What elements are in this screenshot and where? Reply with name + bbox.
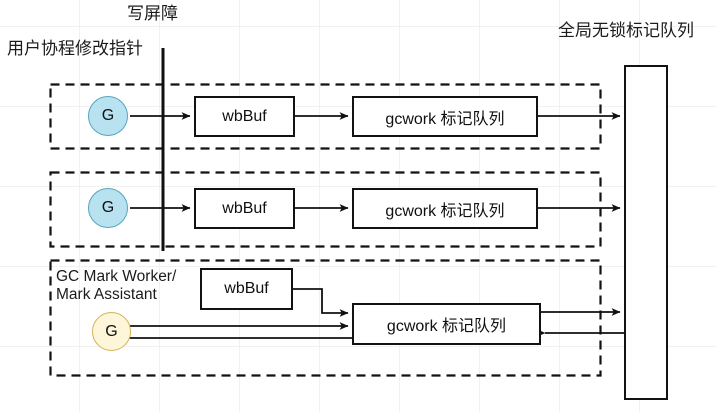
gc-mark-worker-line-1: GC Mark Worker/	[56, 268, 177, 285]
goroutine-row-2-label: G	[101, 199, 115, 216]
wbbuf-row-3[interactable]: wbBuf	[200, 268, 293, 310]
wbbuf-row-3-label: wbBuf	[224, 280, 269, 297]
gcwork-row-1[interactable]: gcwork 标记队列	[352, 96, 538, 137]
gc-mark-worker-line-2: Mark Assistant	[56, 286, 157, 304]
goroutine-row-1-label: G	[101, 107, 115, 124]
write-barrier-label: 写屏障	[127, 4, 178, 23]
goroutine-row-3[interactable]: G	[92, 312, 131, 351]
goroutine-row-2[interactable]: G	[88, 188, 128, 228]
wbbuf-row-2[interactable]: wbBuf	[194, 188, 295, 229]
wbbuf-row-1[interactable]: wbBuf	[194, 96, 295, 137]
group-box-row-2	[49, 171, 602, 248]
group-box-row-3	[49, 259, 602, 377]
gcwork-row-1-label: gcwork 标记队列	[385, 110, 505, 128]
user-goroutine-label: 用户协程修改指针	[7, 39, 143, 58]
wbbuf-row-1-label: wbBuf	[222, 107, 267, 125]
gcwork-row-2-label: gcwork 标记队列	[385, 202, 505, 220]
gc-mark-worker-label: GC Mark Worker/ Mark Assistant	[56, 268, 176, 305]
gcwork-row-3-label: gcwork 标记队列	[386, 318, 507, 335]
global-queue-title: 全局无锁标记队列	[558, 21, 694, 40]
goroutine-row-3-label: G	[105, 322, 118, 340]
arrow-wbbuf3-to-gcwork	[293, 288, 349, 317]
gcwork-row-3[interactable]: gcwork 标记队列	[352, 303, 541, 345]
gcwork-row-2[interactable]: gcwork 标记队列	[352, 188, 538, 229]
global-lockfree-mark-queue[interactable]	[624, 65, 668, 400]
group-box-row-1	[49, 83, 602, 150]
wbbuf-row-2-label: wbBuf	[222, 199, 267, 217]
goroutine-row-1[interactable]: G	[88, 96, 128, 136]
